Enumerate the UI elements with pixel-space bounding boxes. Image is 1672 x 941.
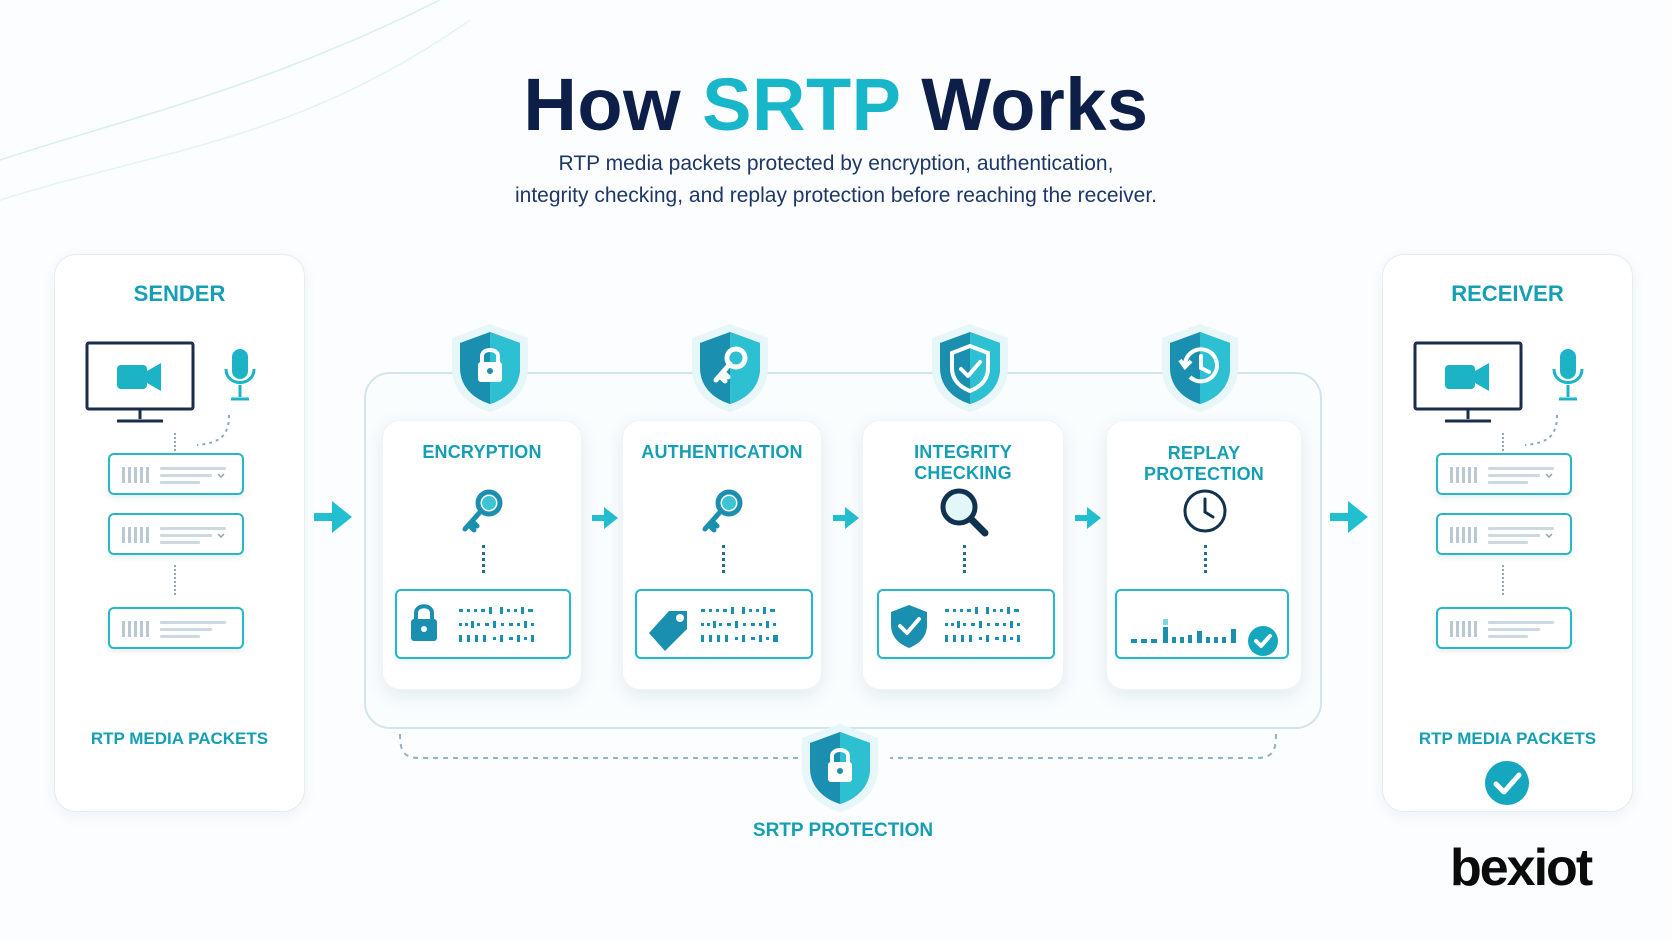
step-card-authentication: AUTHENTICATION [622, 420, 822, 690]
connector-dots [963, 545, 966, 573]
connector-dots [1502, 565, 1504, 595]
arrow-right-icon [1330, 501, 1368, 533]
clock-icon [1183, 489, 1227, 533]
srtp-protection-label: SRTP PROTECTION [752, 820, 934, 841]
protection-bracket [399, 734, 1277, 759]
rtp-packet [1436, 453, 1572, 495]
receiver-title: RECEIVER [1451, 281, 1564, 306]
arrow-right-icon [314, 501, 352, 533]
video-monitor-icon [85, 341, 195, 423]
step-title: REPLAY PROTECTION [1143, 443, 1264, 484]
connector-dots [722, 545, 725, 573]
connector-dots [1204, 545, 1207, 573]
rtp-packet [108, 453, 244, 495]
step-title: ENCRYPTION [422, 442, 542, 462]
step-title: AUTHENTICATION [641, 442, 803, 462]
lock-icon [411, 604, 437, 641]
sequence-packet [1115, 589, 1289, 659]
check-circle-icon [1248, 626, 1278, 656]
page-subtitle: RTP media packets protected by encryptio… [0, 148, 1672, 212]
subtitle-line-2: integrity checking, and replay protectio… [514, 184, 1158, 207]
step-card-integrity-checking: INTEGRITY CHECKING [862, 420, 1064, 690]
connector-dots [1502, 433, 1504, 471]
sender-title: SENDER [133, 281, 226, 306]
rtp-packet [108, 607, 244, 649]
microphone-icon [224, 349, 256, 401]
receiver-footer: RTP MEDIA PACKETS [1418, 729, 1597, 748]
page-title: How SRTP Works [0, 62, 1672, 147]
title-accent: SRTP [702, 63, 901, 146]
rtp-packet [1436, 607, 1572, 649]
receiver-panel: RECEIVER RTP MEDIA P [1382, 254, 1633, 812]
history-shield-icon [1162, 324, 1238, 412]
tag-icon [649, 611, 687, 651]
check-circle-icon [1485, 761, 1529, 805]
rtp-packet [108, 513, 244, 555]
check-shield-icon [932, 324, 1008, 412]
rtp-packet [1436, 513, 1572, 555]
video-monitor-icon [1413, 341, 1523, 423]
sender-footer: RTP MEDIA PACKETS [90, 729, 269, 748]
encrypted-packet [395, 589, 571, 659]
microphone-icon [1552, 349, 1584, 401]
arrow-right-icon [833, 507, 859, 529]
srtp-lock-shield-icon [802, 724, 878, 812]
lock-shield-icon [452, 324, 528, 412]
connector-dots [174, 433, 176, 471]
arrow-right-icon [592, 507, 618, 529]
shield-check-icon [891, 605, 927, 648]
key-icon [462, 489, 503, 533]
connector-curve [1524, 415, 1558, 446]
subtitle-line-1: RTP media packets protected by encryptio… [558, 152, 1114, 175]
brand-logo: bexiot [1450, 839, 1593, 897]
verified-packet [877, 589, 1055, 659]
step-title: INTEGRITY CHECKING [914, 442, 1012, 483]
title-prefix: How [523, 63, 682, 146]
authenticated-packet [635, 589, 813, 659]
sender-panel: SENDER RTP MEDIA PA [54, 254, 305, 812]
connector-curve [196, 415, 230, 446]
key-shield-icon [692, 324, 768, 412]
connector-dots [482, 545, 485, 573]
magnifier-icon [940, 488, 989, 537]
arrow-right-icon [1075, 507, 1101, 529]
title-suffix: Works [921, 63, 1149, 146]
step-card-replay-protection: REPLAY PROTECTION [1106, 420, 1302, 690]
key-icon [702, 489, 743, 533]
step-card-encryption: ENCRYPTION [382, 420, 582, 690]
connector-dots [174, 565, 176, 595]
